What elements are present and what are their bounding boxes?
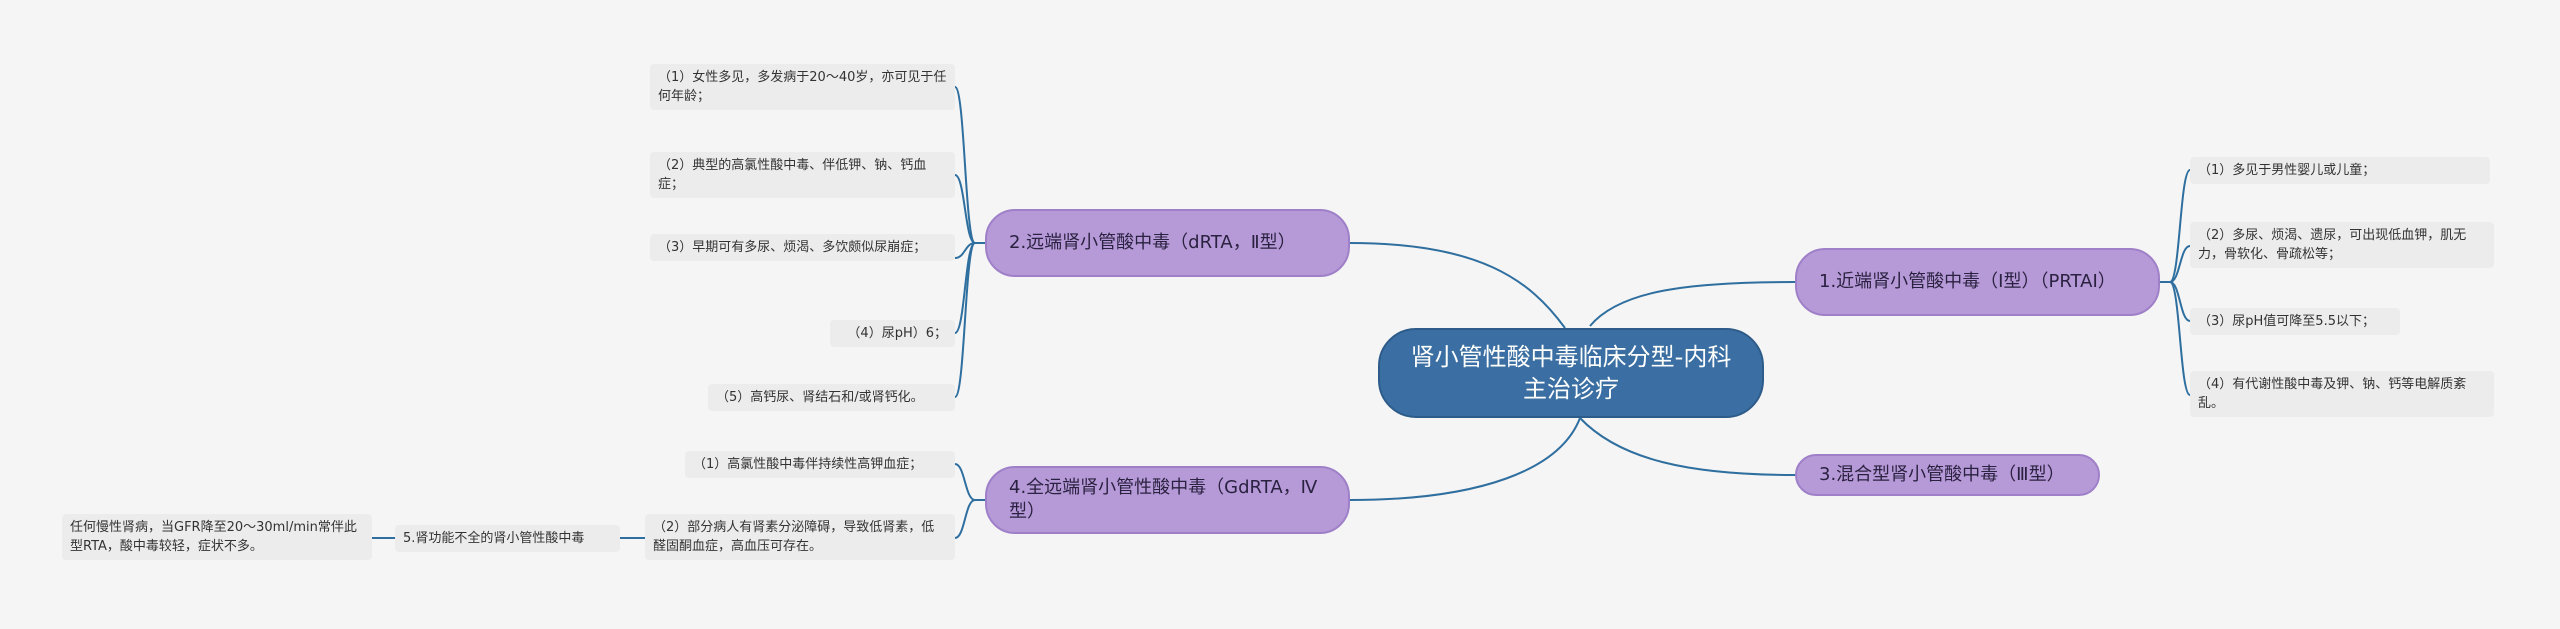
list-item: （2）部分病人有肾素分泌障碍，导致低肾素，低醛固酮血症，高血压可存在。 [645, 514, 955, 560]
subtopic-label: 5.肾功能不全的肾小管性酸中毒 [403, 531, 585, 546]
list-item: （1）高氯性酸中毒伴持续性高钾血症； [685, 451, 955, 478]
link-root-branch1 [1589, 281, 1796, 327]
branch-label: 3.混合型肾小管酸中毒（Ⅲ型） [1819, 464, 2065, 485]
list-item: （3）尿pH值可降至5.5以下； [2190, 308, 2400, 335]
list-item: （5）高钙尿、肾结石和/或肾钙化。 [708, 384, 955, 411]
root-topic-label: 肾小管性酸中毒临床分型-内科主治诊疗 [1410, 343, 1732, 403]
branch-label: 2.远端肾小管酸中毒（dRTA，Ⅱ型） [1009, 232, 1296, 253]
list-item: 任何慢性肾病，当GFR降至20～30ml/min常伴此型RTA，酸中毒较轻，症状… [62, 514, 372, 560]
list-item: （1）多见于男性婴儿或儿童； [2190, 157, 2490, 184]
list-item: （4）有代谢性酸中毒及钾、钠、钙等电解质紊乱。 [2190, 371, 2494, 417]
branch-generalized-distal-rta[interactable]: 4.全远端肾小管性酸中毒（GdRTA，Ⅳ型） [985, 466, 1350, 534]
list-item: （4）尿pH）6； [830, 320, 955, 347]
list-item: （1）女性多见，多发病于20～40岁，亦可见于任何年龄； [650, 64, 955, 110]
list-item: （2）多尿、烦渴、遗尿，可出现低血钾，肌无力，骨软化、骨疏松等； [2190, 222, 2494, 268]
subtopic-renal-insufficiency-rta[interactable]: 5.肾功能不全的肾小管性酸中毒 [395, 525, 620, 552]
link-root-branch3 [1579, 417, 1796, 476]
list-item: （3）早期可有多尿、烦渴、多饮颇似尿崩症； [650, 234, 955, 261]
link-root-branch2 [1349, 242, 1566, 329]
list-item: （2）典型的高氯性酸中毒、伴低钾、钠、钙血症； [650, 152, 955, 198]
link-root-branch4 [1349, 417, 1581, 501]
root-topic[interactable]: 肾小管性酸中毒临床分型-内科主治诊疗 [1378, 328, 1764, 418]
branch-label: 1.近端肾小管酸中毒（Ⅰ型）（PRTAⅠ） [1819, 271, 2116, 292]
branch-distal-rta[interactable]: 2.远端肾小管酸中毒（dRTA，Ⅱ型） [985, 209, 1350, 277]
branch-label: 4.全远端肾小管性酸中毒（GdRTA，Ⅳ型） [1009, 477, 1318, 522]
branch-proximal-rta[interactable]: 1.近端肾小管酸中毒（Ⅰ型）（PRTAⅠ） [1795, 248, 2160, 316]
branch-mixed-rta[interactable]: 3.混合型肾小管酸中毒（Ⅲ型） [1795, 454, 2100, 496]
